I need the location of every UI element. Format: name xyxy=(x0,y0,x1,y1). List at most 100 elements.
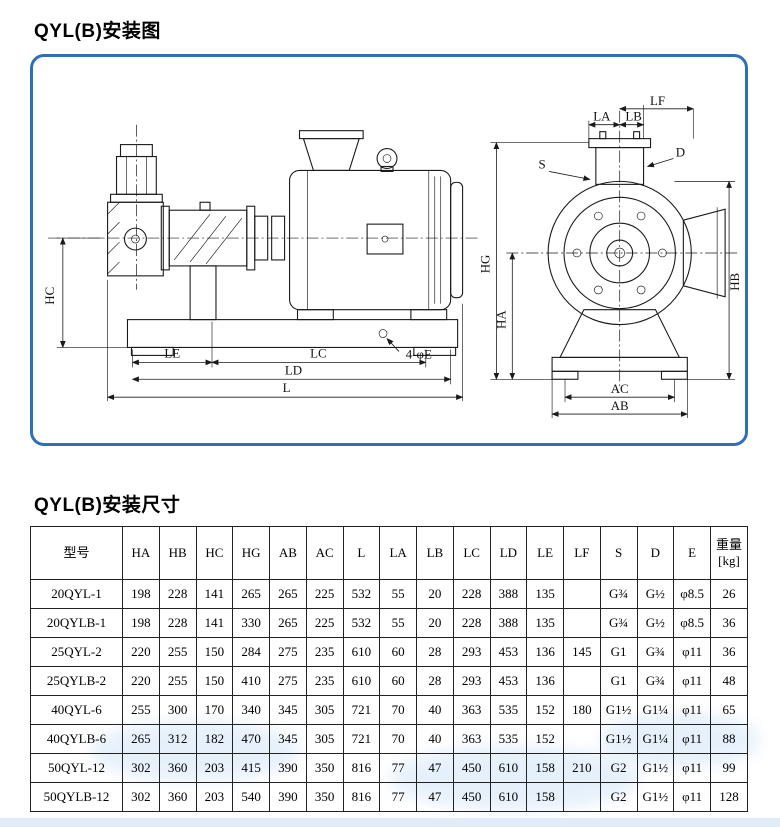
value-cell: 40 xyxy=(416,724,454,754)
column-header: LD xyxy=(489,526,528,580)
value-cell: 220 xyxy=(122,637,160,667)
column-header: LE xyxy=(526,526,564,580)
table-section-title: QYL(B)安装尺寸 xyxy=(34,495,181,516)
column-header: S xyxy=(599,526,638,580)
value-cell: 20 xyxy=(416,608,454,638)
value-cell: 60 xyxy=(379,637,417,667)
value-cell: 158 xyxy=(526,782,564,812)
value-cell: 390 xyxy=(269,782,307,812)
value-cell: 532 xyxy=(342,579,381,609)
value-cell: 135 xyxy=(526,579,564,609)
value-cell: 225 xyxy=(305,579,344,609)
value-cell: 235 xyxy=(305,637,344,667)
value-cell: 55 xyxy=(379,608,417,638)
value-cell: 305 xyxy=(305,724,344,754)
value-cell: 77 xyxy=(379,753,417,783)
value-cell: 47 xyxy=(416,782,454,812)
value-cell: 363 xyxy=(452,724,491,754)
value-cell: 235 xyxy=(305,666,344,696)
value-cell: 293 xyxy=(452,666,491,696)
value-cell: 65 xyxy=(710,695,748,725)
dim-label-lf: LF xyxy=(650,93,665,108)
value-cell: φ11 xyxy=(673,753,711,783)
dim-label-lb: LB xyxy=(625,109,642,124)
model-cell: 25QYLB-2 xyxy=(30,666,123,696)
value-cell: 453 xyxy=(489,637,528,667)
value-cell: 228 xyxy=(158,608,197,638)
side-view-dimensions: HC LE LC LD L 4-φE xyxy=(42,237,464,402)
diagram-panel: HC LE LC LD L 4-φE xyxy=(30,54,748,446)
value-cell: 150 xyxy=(195,637,234,667)
value-cell: φ11 xyxy=(673,637,711,667)
value-cell: φ11 xyxy=(673,782,711,812)
value-cell xyxy=(563,724,601,754)
model-cell: 40QYLB-6 xyxy=(30,724,123,754)
column-header: L xyxy=(342,526,381,580)
value-cell: 360 xyxy=(158,753,197,783)
dim-label-hole: 4-φE xyxy=(406,346,432,361)
value-cell: 150 xyxy=(195,666,234,696)
value-cell: 198 xyxy=(122,579,160,609)
value-cell: 350 xyxy=(305,753,344,783)
column-header: HA xyxy=(122,526,160,580)
dim-label-d: D xyxy=(676,145,685,160)
value-cell: 330 xyxy=(232,608,270,638)
side-view-drawing xyxy=(47,124,479,356)
value-cell: 610 xyxy=(489,782,528,812)
value-cell: G½ xyxy=(636,608,675,638)
value-cell: G1½ xyxy=(599,695,638,725)
column-header: E xyxy=(673,526,711,580)
dim-label-lc: LC xyxy=(310,345,327,360)
value-cell xyxy=(563,608,601,638)
value-cell: 535 xyxy=(489,695,528,725)
value-cell: 26 xyxy=(710,579,748,609)
value-cell: 415 xyxy=(232,753,270,783)
value-cell: 312 xyxy=(158,724,197,754)
value-cell: G1¼ xyxy=(636,724,675,754)
value-cell: 99 xyxy=(710,753,748,783)
dim-label-ha: HA xyxy=(493,310,508,329)
value-cell: 136 xyxy=(526,666,564,696)
value-cell: 210 xyxy=(563,753,601,783)
model-cell: 50QYL-12 xyxy=(30,753,123,783)
value-cell: 255 xyxy=(122,695,160,725)
value-cell: 220 xyxy=(122,666,160,696)
column-header: LB xyxy=(416,526,454,580)
value-cell: 540 xyxy=(232,782,270,812)
value-cell: 265 xyxy=(269,608,307,638)
value-cell: 610 xyxy=(489,753,528,783)
value-cell: 20 xyxy=(416,579,454,609)
value-cell: φ8.5 xyxy=(673,608,711,638)
value-cell xyxy=(563,579,601,609)
value-cell: 36 xyxy=(710,637,748,667)
value-cell: G1½ xyxy=(636,753,675,783)
value-cell: 170 xyxy=(195,695,234,725)
value-cell: 225 xyxy=(305,608,344,638)
column-header: AC xyxy=(305,526,344,580)
value-cell: 535 xyxy=(489,724,528,754)
value-cell: 77 xyxy=(379,782,417,812)
value-cell: 158 xyxy=(526,753,564,783)
value-cell: 610 xyxy=(342,666,381,696)
column-header: HB xyxy=(158,526,197,580)
value-cell: 55 xyxy=(379,579,417,609)
column-header: HC xyxy=(195,526,234,580)
value-cell: G1½ xyxy=(599,724,638,754)
watermark-strip xyxy=(0,818,780,827)
value-cell: φ8.5 xyxy=(673,579,711,609)
value-cell: 265 xyxy=(122,724,160,754)
dim-label-la: LA xyxy=(593,109,611,124)
value-cell: 610 xyxy=(342,637,381,667)
value-cell xyxy=(563,666,601,696)
column-header: LA xyxy=(379,526,417,580)
value-cell: 300 xyxy=(158,695,197,725)
dim-label-s: S xyxy=(539,156,546,171)
